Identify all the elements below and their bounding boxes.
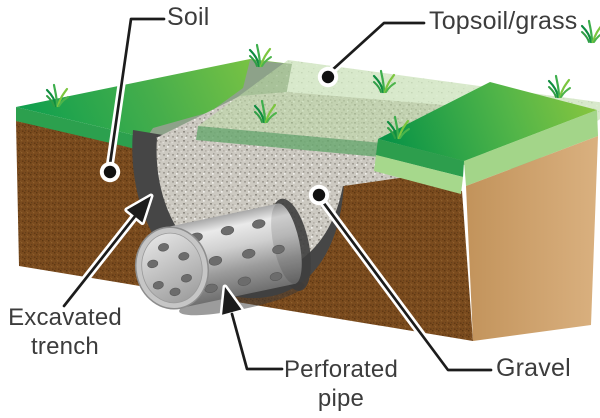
excavated-trench-label-line2: trench	[31, 333, 99, 361]
perforated-pipe-label-line2: pipe	[317, 385, 365, 413]
topsoil-label: Topsoil/grass	[429, 7, 578, 36]
gravel-label-text: Gravel	[496, 354, 571, 382]
soil-block	[16, 59, 600, 341]
topsoil-label-text: Topsoil/grass	[429, 7, 578, 35]
trench-arrowhead-icon	[126, 196, 151, 223]
soil-label-text: Soil	[167, 3, 210, 31]
callout-dots	[99, 66, 339, 206]
soil-side-face	[466, 136, 598, 341]
excavated-trench-label: Excavated trench	[2, 303, 128, 362]
soil-leader	[108, 17, 166, 166]
callout-lines	[60, 15, 495, 374]
perforated-pipe-label: Perforated pipe	[278, 355, 404, 414]
pipe-cap-holes	[147, 243, 192, 297]
grass-edge-band-right-front-dark	[376, 139, 464, 177]
grass-tuft-icon	[580, 19, 600, 44]
pipe-arrow-shaft	[230, 312, 284, 371]
pipe-arrowhead-icon	[222, 287, 242, 315]
gravel-label: Gravel	[496, 354, 571, 383]
topsoil-callout-dot	[321, 70, 335, 84]
grass-top-left	[16, 59, 292, 144]
pipe-under-shadow	[179, 281, 305, 316]
gravel-leader	[318, 196, 493, 372]
trench-arrow-shaft	[62, 213, 138, 308]
gravel-callout-dot	[312, 188, 326, 202]
excavated-trench-label-line1: Excavated	[8, 304, 122, 331]
soil-callout-dot	[103, 165, 117, 179]
perforated-pipe-label-line1: Perforated	[283, 356, 399, 383]
soil-label: Soil	[167, 3, 210, 32]
grass-top-right	[378, 82, 597, 161]
grass-tuft-icon	[547, 74, 572, 99]
grass-edge-band-right-side	[464, 110, 598, 186]
topsoil-leader	[328, 21, 426, 74]
pipe-back-end	[271, 203, 302, 284]
grass-edge-band-right-front-light	[374, 155, 463, 194]
perforated-pipe	[135, 198, 311, 316]
